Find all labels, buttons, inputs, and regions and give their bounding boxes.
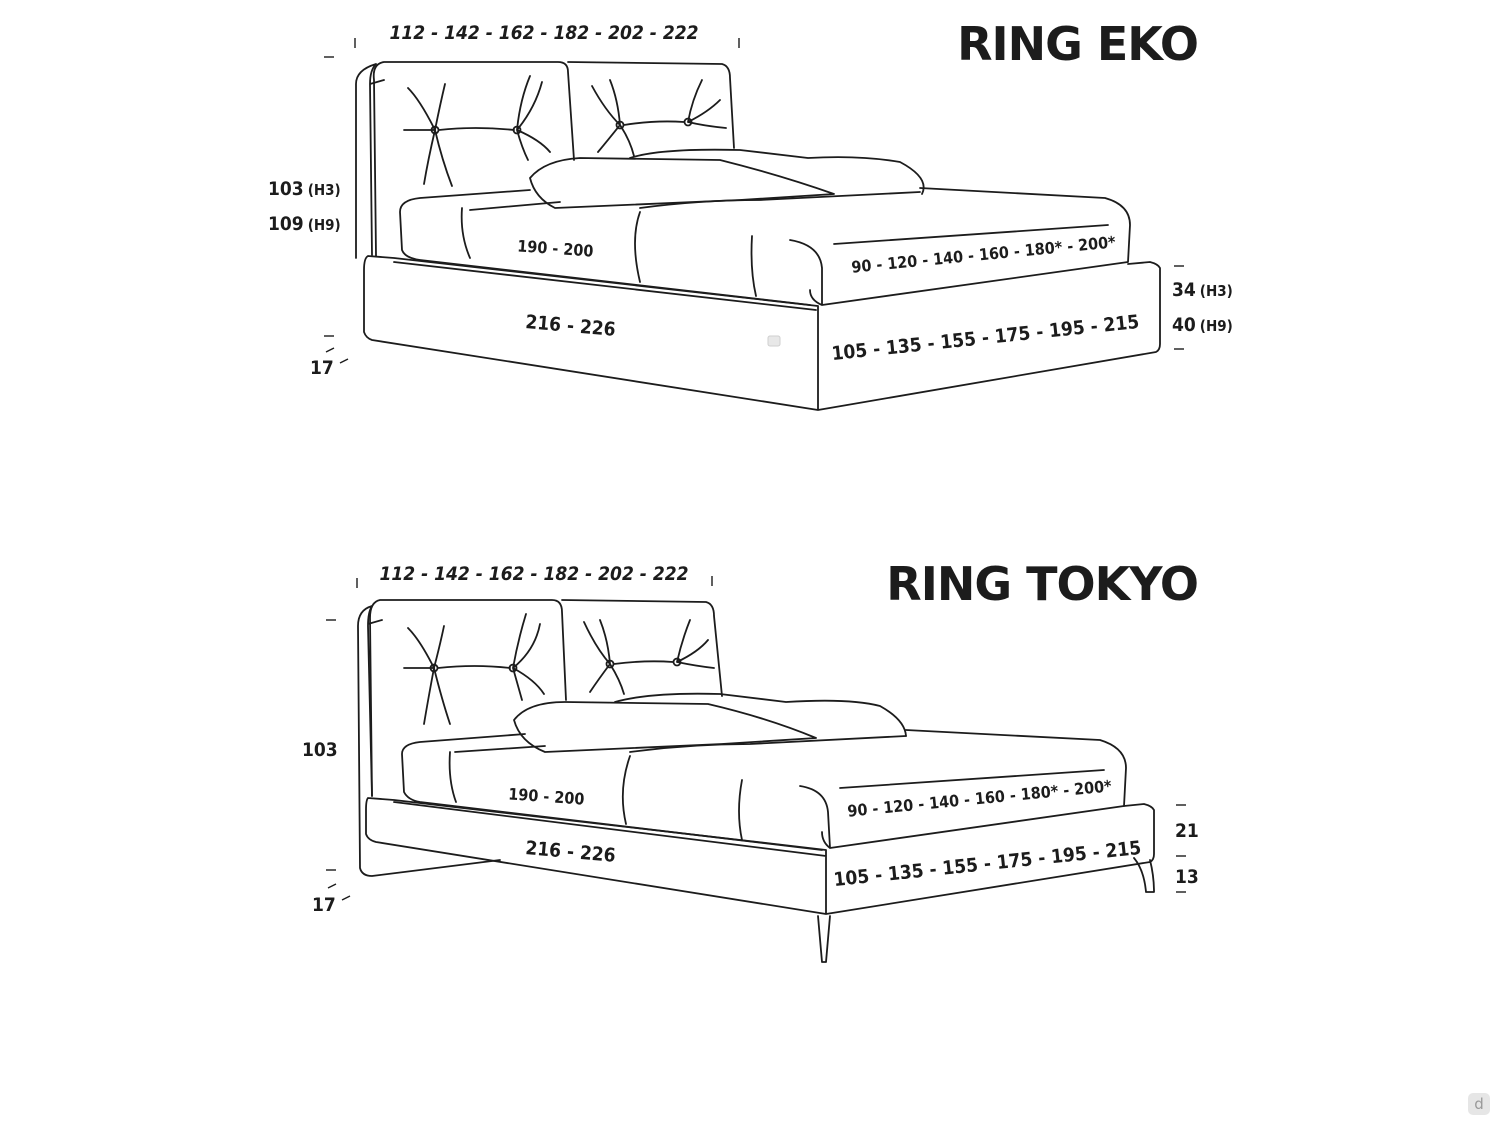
tokyo-width-dims: 112 - 142 - 162 - 182 - 202 - 222: [379, 563, 688, 585]
eko-width-dims: 112 - 142 - 162 - 182 - 202 - 222: [389, 22, 698, 44]
tokyo-title: RING TOKYO: [886, 557, 1198, 611]
eko-base-h3: 34(H3): [1172, 279, 1233, 301]
eko-cushion-left: [372, 61, 575, 257]
eko-title: RING EKO: [957, 17, 1198, 71]
eko-cushion-right: [567, 61, 735, 149]
tokyo-leg-right: [1133, 857, 1155, 893]
eko-height-h3: 103(H3): [268, 178, 341, 200]
eko-tufting: [403, 75, 727, 187]
d-logo-icon: d: [1468, 1093, 1490, 1115]
tokyo-bed-length: 216 - 226: [525, 837, 617, 867]
eko-bed-width: 105 - 135 - 155 - 175 - 195 - 215: [831, 311, 1141, 365]
tokyo-mattress: [401, 729, 1127, 851]
tokyo-pillow-back: [614, 692, 907, 737]
tokyo-base: [365, 797, 1155, 915]
tokyo-side-depth: 17: [312, 894, 336, 916]
tokyo-bed-width: 105 - 135 - 155 - 175 - 195 - 215: [833, 837, 1143, 891]
eko-base-h9: 40(H9): [1172, 314, 1233, 336]
eko-headboard-side: [355, 63, 385, 259]
eko-mattress: [399, 187, 1131, 306]
tokyo-leg-height: 13: [1175, 866, 1199, 888]
ring-eko-drawing: [324, 38, 1184, 411]
ring-tokyo-drawing: [326, 576, 1186, 963]
eko-side-depth: 17: [310, 357, 334, 379]
eko-bed-length: 216 - 226: [525, 311, 617, 341]
tokyo-cushion-left: [369, 599, 567, 797]
tokyo-frame-height: 21: [1175, 820, 1199, 842]
eko-pillow-back: [629, 148, 925, 195]
tokyo-tufting: [403, 613, 715, 725]
eko-height-h9: 109(H9): [268, 213, 341, 235]
tokyo-pillow-front: [513, 701, 817, 753]
eko-pillow-front: [529, 157, 835, 209]
tokyo-height: 103: [302, 739, 338, 761]
eko-mattress-length: 190 - 200: [517, 236, 594, 260]
tokyo-cushion-right: [561, 599, 723, 697]
eko-base: [363, 255, 1161, 411]
tokyo-mattress-length: 190 - 200: [508, 784, 585, 808]
tokyo-leg-front: [817, 915, 831, 963]
